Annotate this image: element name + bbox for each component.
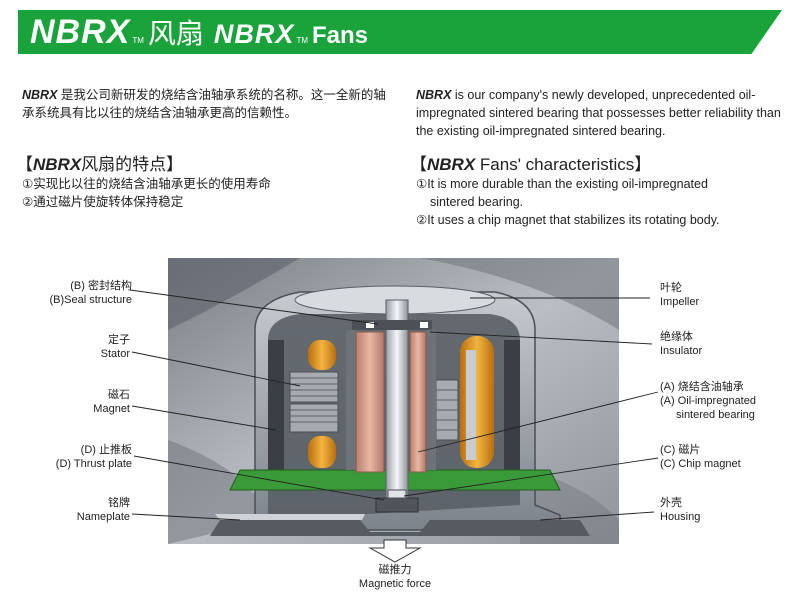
coil-left-top	[308, 340, 336, 370]
banner-tm-2: TM	[296, 36, 308, 45]
magnetic-force-arrow	[368, 539, 422, 563]
coil-left-bottom	[308, 436, 336, 468]
label-nameplate-en: Nameplate	[76, 511, 130, 523]
cn-item-1: ①实现比以往的烧结含油轴承更长的使用寿命	[22, 177, 271, 191]
label-force-en: Magnetic force	[358, 578, 432, 590]
intro-cn-text: 是我公司新研发的烧结含油轴承系统的名称。这一全新的轴承系统具有比以往的烧结含油轴…	[22, 88, 386, 120]
label-thrust-cn: (D) 止推板	[80, 444, 132, 456]
magnet-left	[268, 340, 284, 490]
banner-title: NBRX TM 风扇 NBRX TM Fans	[30, 12, 368, 52]
label-chip-cn: (C) 磁片	[660, 444, 701, 456]
heading-cn-bracket: 【	[16, 155, 33, 174]
heading-cn-brand: NBRX	[33, 155, 82, 174]
en-item-2: ②It uses a chip magnet that stabilizes i…	[416, 213, 720, 227]
stator-left	[289, 371, 339, 433]
seal-gap-right	[420, 322, 428, 328]
characteristics-heading-en: 【NBRX Fans' characteristics】	[410, 150, 651, 175]
blade-shadow	[168, 258, 300, 330]
cn-item-2: ②通过磁片使旋转体保持稳定	[22, 195, 184, 209]
blade-top-right	[420, 258, 619, 330]
seal-ring	[352, 320, 432, 330]
label-seal-cn: (B) 密封结构	[70, 280, 132, 292]
characteristics-heading-cn: 【NBRX风扇的特点】	[16, 150, 183, 175]
banner-tm: TM	[132, 36, 144, 45]
intro-cn-brand: NBRX	[22, 88, 58, 102]
title-banner	[18, 10, 782, 54]
label-impeller-en: Impeller	[660, 296, 700, 308]
label-nameplate-cn: 铭牌	[108, 497, 130, 509]
intro-cn: NBRX 是我公司新研发的烧结含油轴承系统的名称。这一全新的轴承系统具有比以往的…	[22, 86, 394, 122]
nameplate	[215, 514, 365, 520]
magnet-right	[504, 340, 520, 490]
label-stator-en: Stator	[100, 348, 130, 360]
insulator	[426, 330, 436, 470]
label-housing-cn: 外壳	[660, 497, 682, 509]
label-insulator-cn: 绝缘体	[660, 331, 693, 343]
heading-en-brand: NBRX	[427, 155, 476, 174]
heading-en-text: Fans' characteristics】	[475, 155, 652, 174]
label-bearing-en-1: (A) Oil-impregnated	[660, 395, 756, 407]
label-magnet-en: Magnet	[93, 403, 130, 415]
label-impeller-cn: 叶轮	[660, 282, 682, 294]
banner-cn-title: 风扇	[147, 18, 204, 49]
bearing-right	[409, 331, 427, 473]
coil-right	[460, 336, 494, 468]
bearing-left	[355, 331, 385, 473]
en-item-1-line-2: sintered bearing.	[430, 195, 524, 209]
heading-en-bracket: 【	[410, 155, 427, 174]
label-insulator-en: Insulator	[660, 345, 703, 357]
heading-cn-text: 风扇的特点】	[81, 155, 184, 174]
label-thrust-en: (D) Thrust plate	[55, 458, 132, 470]
intro-en-brand: NBRX	[416, 88, 452, 102]
banner-brand-2: NBRX	[213, 19, 295, 49]
chip-magnet	[387, 489, 407, 499]
label-housing-en: Housing	[660, 511, 701, 523]
label-magnet-cn: 磁石	[108, 389, 130, 401]
label-bearing-en-2: sintered bearing	[676, 409, 755, 421]
insulator-left	[346, 330, 356, 470]
coil-right-pin	[466, 350, 476, 460]
intro-en-text: is our company's newly developed, unprec…	[416, 88, 781, 138]
label-force-cn: 磁推力	[378, 564, 412, 576]
seal-gap-left	[366, 322, 374, 328]
stator-right	[435, 379, 459, 441]
label-stator-cn: 定子	[108, 334, 130, 346]
banner-brand: NBRX	[30, 13, 131, 51]
intro-en: NBRX is our company's newly developed, u…	[416, 86, 786, 140]
banner-en-title: Fans	[312, 22, 369, 49]
label-bearing-cn: (A) 烧结含油轴承	[660, 381, 744, 393]
en-item-1-line-1: ①It is more durable than the existing oi…	[416, 177, 708, 191]
label-chip-en: (C) Chip magnet	[660, 458, 741, 470]
leader-lines	[129, 289, 659, 521]
label-seal-en: (B)Seal structure	[49, 294, 132, 306]
housing	[210, 520, 590, 536]
